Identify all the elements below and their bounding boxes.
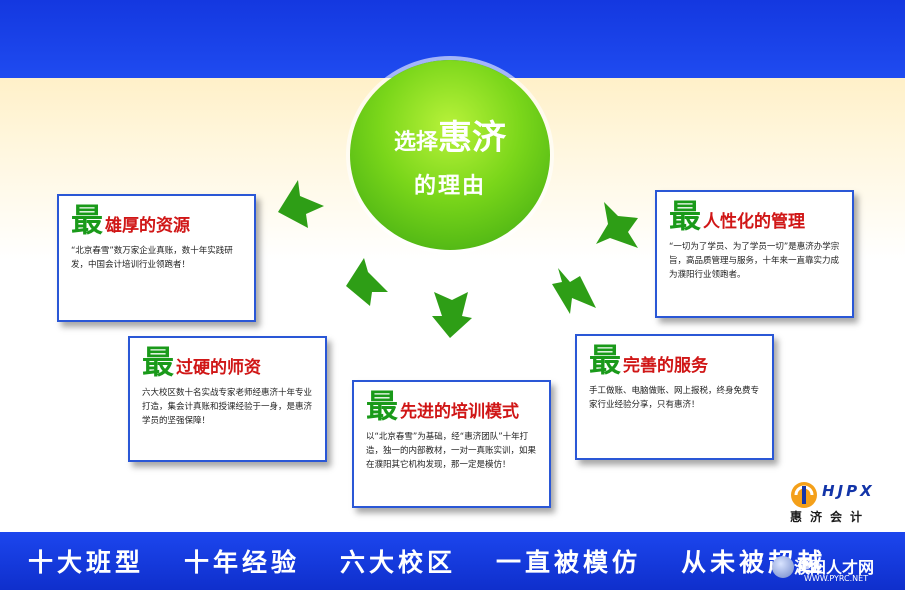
logo-letters: HJPX — [822, 482, 875, 500]
reason-box-big-char: 最 — [669, 197, 702, 235]
arrow-icon — [596, 202, 638, 248]
reason-box-big-char: 最 — [589, 341, 622, 379]
center-circle: 选择惠济 的理由 — [350, 60, 550, 250]
arrow-icon — [552, 268, 596, 314]
reason-box-text: 六大校区数十名实战专家老师经惠济十年专业打造，集会计真账和授课经验于一身，是惠济… — [142, 388, 313, 426]
reason-box-big-char: 最 — [366, 387, 399, 425]
reason-box-title: 最先进的培训模式 — [366, 390, 537, 422]
company-logo: HJPX 惠济会计 — [786, 478, 896, 528]
center-title-main: 惠济 — [438, 118, 506, 158]
slogan-item: 六大校区 — [340, 548, 457, 577]
reason-box-heading: 完善的服务 — [623, 356, 709, 376]
reason-box-training-mode: 最先进的培训模式 以“北京春雪”为基础，经“惠济团队”十年打造，独一的内部教材，… — [352, 380, 551, 508]
center-title-prefix: 选择 — [393, 130, 438, 155]
center-title: 选择惠济 — [350, 110, 550, 159]
logo-emblem-icon — [791, 482, 817, 508]
site-watermark: 濮阳人才网 WWW.PYRC.NET — [768, 552, 903, 586]
slogan-item: 一直被模仿 — [496, 548, 642, 577]
reason-box-title: 最完善的服务 — [589, 344, 760, 376]
slogan-item: 十大班型 — [28, 548, 145, 577]
watermark-globe-icon — [772, 556, 794, 578]
reason-box-resources: 最雄厚的资源 “北京春雪”数万家企业真账，数十年实践研发，中国会计培训行业领跑者… — [57, 194, 256, 322]
reason-box-management: 最人性化的管理 “一切为了学员、为了学员一切”是惠济办学宗旨，高品质管理与服务，… — [655, 190, 854, 318]
slogan-bar: 十大班型 十年经验 六大校区 一直被模仿 从未被超越 — [28, 538, 888, 584]
reason-box-text: “北京春雪”数万家企业真账，数十年实践研发，中国会计培训行业领跑者！ — [71, 246, 233, 270]
watermark-url: WWW.PYRC.NET — [804, 574, 869, 583]
reason-box-heading: 雄厚的资源 — [105, 216, 191, 236]
logo-chinese-name: 惠济会计 — [790, 510, 871, 524]
watermark-site-name: 濮阳人才网 — [794, 558, 875, 577]
reason-box-title: 最人性化的管理 — [669, 200, 840, 232]
reason-box-text: 手工做账、电脑做账、网上报税，终身免费专家行业经验分享，只有惠济！ — [589, 386, 760, 410]
reason-box-teachers: 最过硬的师资 六大校区数十名实战专家老师经惠济十年专业打造，集会计真账和授课经验… — [128, 336, 327, 462]
slogan-item: 十年经验 — [184, 548, 301, 577]
center-subtitle: 的理由 — [413, 174, 486, 199]
reason-box-title: 最过硬的师资 — [142, 346, 313, 378]
bottom-blue-band — [0, 532, 905, 590]
arrow-icon — [278, 180, 324, 228]
slogan-item: 从未被超越 — [681, 548, 827, 577]
reason-box-heading: 人性化的管理 — [703, 212, 806, 232]
reason-box-heading: 过硬的师资 — [176, 358, 262, 378]
arrow-icon — [346, 258, 388, 306]
reason-box-service: 最完善的服务 手工做账、电脑做账、网上报税，终身免费专家行业经验分享，只有惠济！ — [575, 334, 774, 460]
reason-box-big-char: 最 — [71, 201, 104, 239]
arrow-icon — [432, 292, 472, 338]
reason-box-text: “一切为了学员、为了学员一切”是惠济办学宗旨，高品质管理与服务，十年来一直靠实力… — [669, 242, 840, 280]
reason-box-title: 最雄厚的资源 — [71, 204, 242, 236]
reason-box-text: 以“北京春雪”为基础，经“惠济团队”十年打造，独一的内部教材，一对一真账实训，如… — [366, 432, 537, 470]
reason-box-big-char: 最 — [142, 343, 175, 381]
reason-box-heading: 先进的培训模式 — [400, 402, 520, 422]
